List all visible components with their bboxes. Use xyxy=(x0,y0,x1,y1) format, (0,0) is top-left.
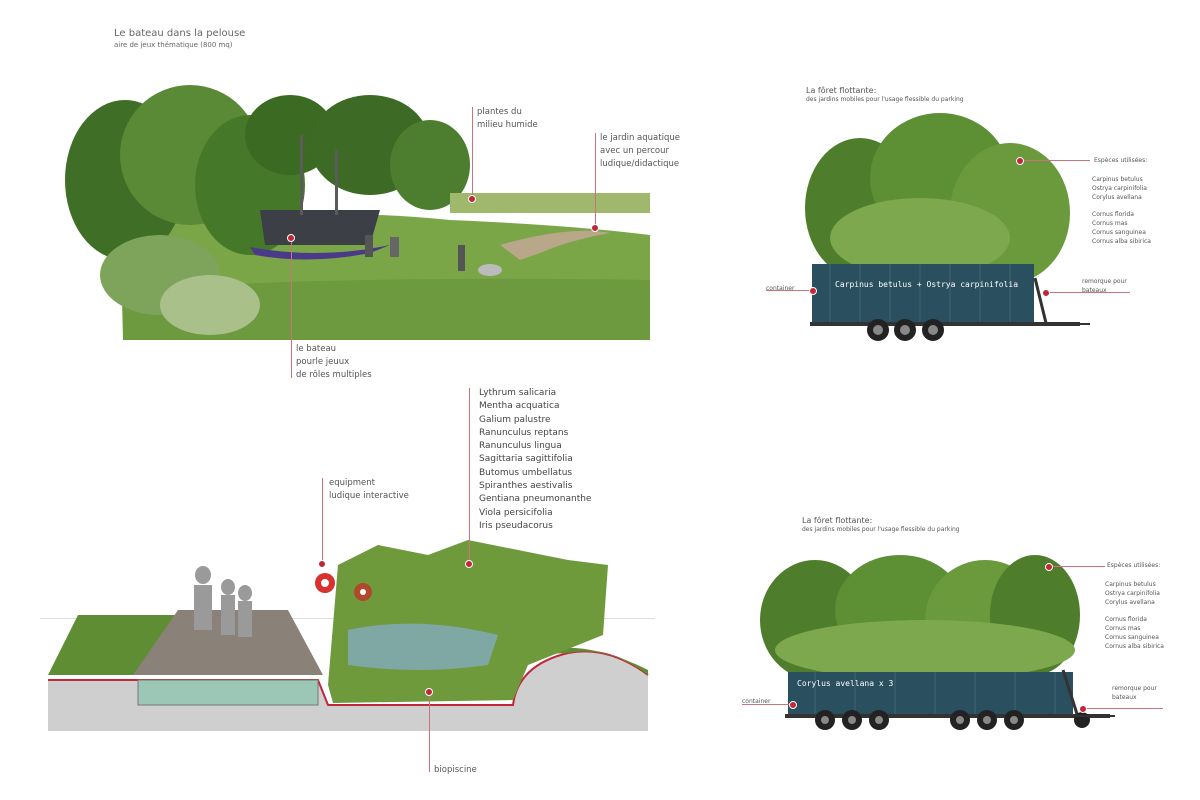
trailer2-species-label: Espèces utilisées: xyxy=(1107,562,1161,569)
person xyxy=(390,237,399,257)
trailer1-container-text: Carpinus betulus + Ostrya carpinifolia xyxy=(835,280,1019,289)
ground-section xyxy=(48,651,648,731)
plant-list: Lythrum salicaria Mentha acquatica Galiu… xyxy=(479,388,592,531)
trailer1-chassis xyxy=(810,322,1080,326)
trailer2-chassis xyxy=(785,714,1110,718)
trailer1-title: La fôret flottante: xyxy=(806,86,877,95)
person xyxy=(365,235,373,257)
trailer1-foliage xyxy=(805,113,1070,283)
playground-subtitle: aire de jeux thématique (800 mq) xyxy=(114,41,233,49)
section-illustration xyxy=(48,540,649,731)
trailer1-illustration xyxy=(805,113,1090,341)
label-biopiscine: biopiscine xyxy=(434,765,477,775)
trailer1-container xyxy=(812,264,1034,326)
trailer1-container-label: container xyxy=(766,285,795,292)
wheel xyxy=(1074,712,1090,728)
garden-path xyxy=(500,230,610,260)
trailer2-container xyxy=(788,672,1073,718)
reeds xyxy=(450,193,650,213)
playground-illustration xyxy=(65,85,650,340)
person xyxy=(458,245,465,271)
trailer1-species-label: Espèces utilisées: xyxy=(1094,157,1148,164)
trailer2-foliage xyxy=(760,555,1080,680)
trailer2-title: La fôret flottante: xyxy=(802,516,873,525)
trailer2-container-label: container xyxy=(742,698,771,705)
trailer2-illustration xyxy=(760,555,1115,730)
trailer2-container-text: Corylus avellana x 3 xyxy=(797,679,894,688)
deck xyxy=(133,610,323,675)
playground-title: Le bateau dans la pelouse xyxy=(114,28,246,39)
glass-pool xyxy=(137,679,319,706)
dog xyxy=(478,264,502,276)
trailer1-subtitle: des jardins mobiles pour l'usage flessib… xyxy=(806,96,964,103)
tree-mass xyxy=(65,85,470,335)
children xyxy=(194,566,252,637)
trailer2-subtitle: des jardins mobiles pour l'usage flessib… xyxy=(802,526,960,533)
